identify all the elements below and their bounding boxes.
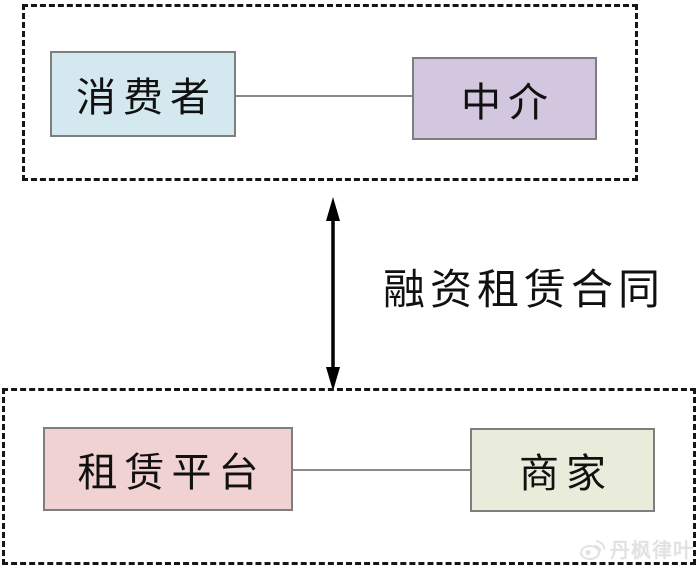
node-merchant: 商家 xyxy=(470,428,655,512)
watermark: 丹枫律叶 xyxy=(580,534,694,563)
node-intermediary-label: 中介 xyxy=(461,79,555,125)
node-consumer-label: 消费者 xyxy=(76,75,217,120)
node-intermediary: 中介 xyxy=(412,57,597,140)
watermark-text: 丹枫律叶 xyxy=(610,540,694,562)
weibo-icon xyxy=(580,539,606,560)
top-dashed-group xyxy=(22,4,638,181)
consumer-intermediary-connector xyxy=(236,95,412,97)
double-arrow-icon xyxy=(326,197,340,391)
bottom-dashed-group xyxy=(2,388,696,565)
node-platform: 租赁平台 xyxy=(43,427,293,511)
node-platform-label: 租赁平台 xyxy=(77,450,266,495)
node-merchant-label: 商家 xyxy=(519,451,613,496)
node-consumer: 消费者 xyxy=(50,51,236,137)
platform-merchant-connector xyxy=(293,469,470,471)
relation-label: 融资租赁合同 xyxy=(382,268,665,314)
